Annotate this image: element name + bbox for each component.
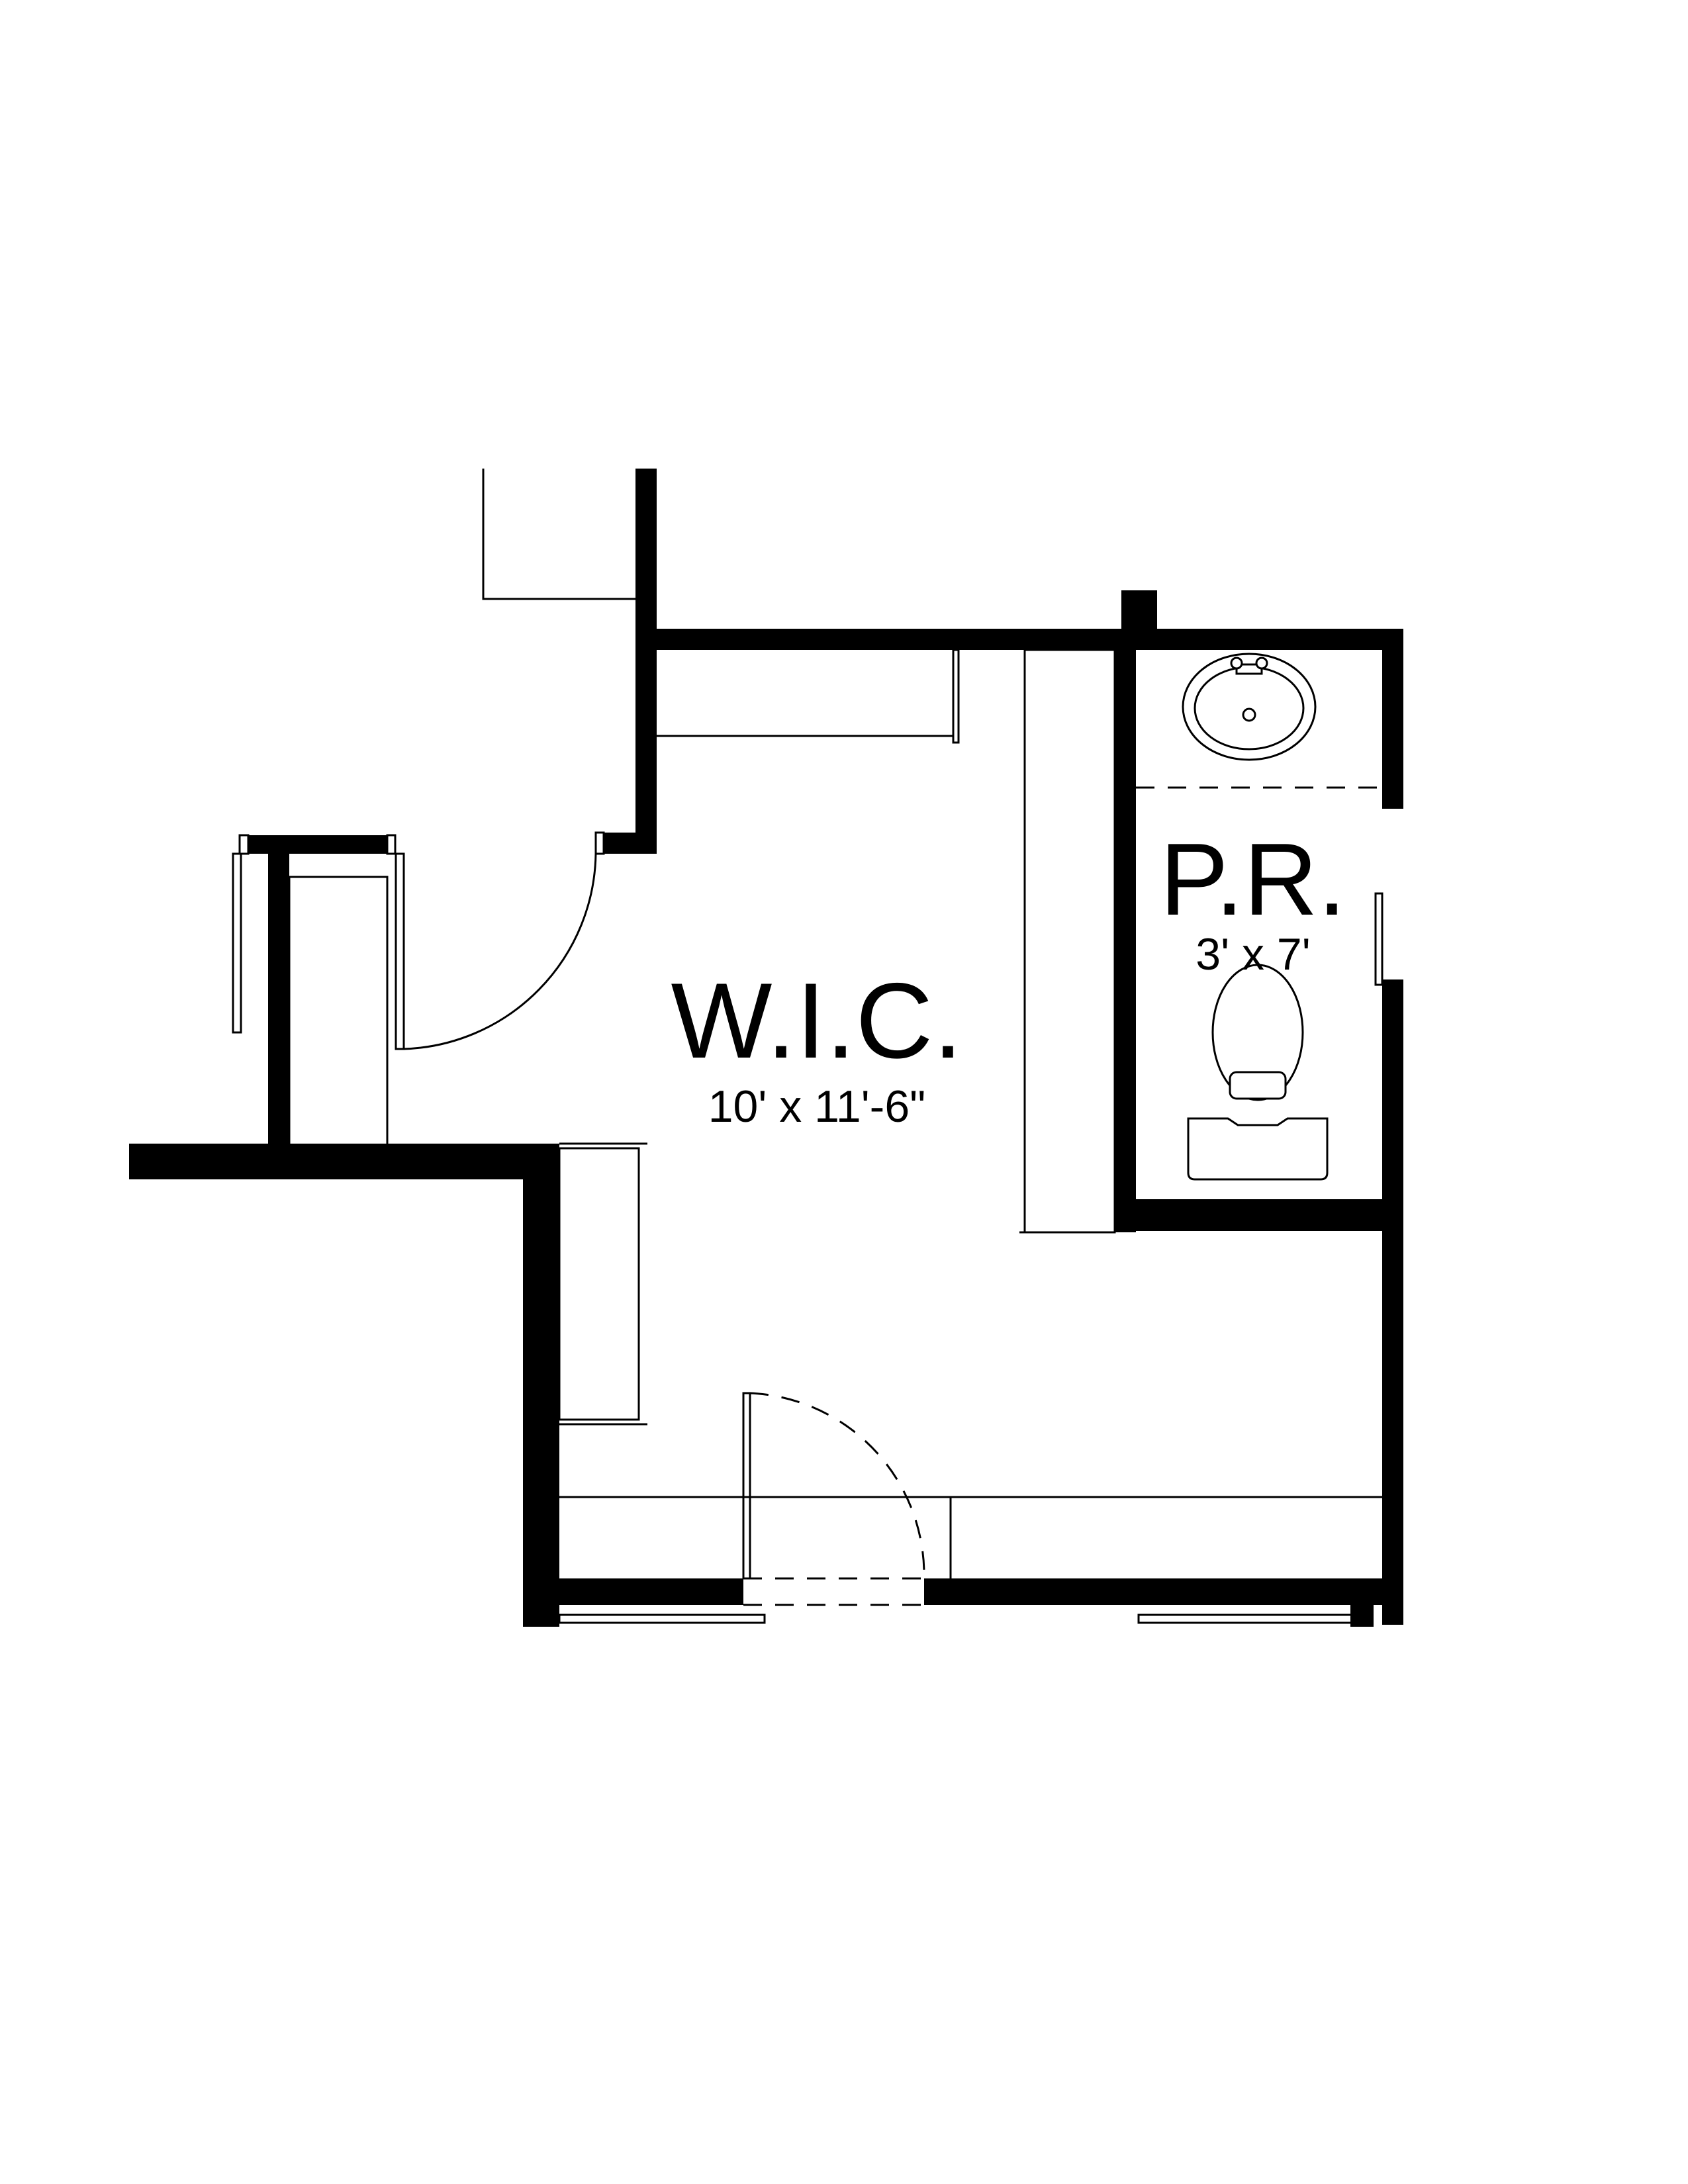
door-leaf-top-left xyxy=(395,852,405,1050)
door-jamb-top-left xyxy=(594,831,605,855)
wall-top-left-vertical xyxy=(635,469,657,854)
wall-top-horizontal xyxy=(635,629,1403,650)
toilet-icon xyxy=(1187,964,1329,1181)
walls xyxy=(129,469,1403,1627)
pr-name: P.R. xyxy=(1160,822,1346,936)
wall-bottom-left xyxy=(523,1578,743,1605)
window-bottom-left xyxy=(558,1614,766,1624)
left-stub-jamb xyxy=(386,834,397,855)
door-swing-arc-top-left xyxy=(403,853,597,1050)
wall-bottom-left-stub xyxy=(523,1602,559,1627)
wall-bottom-right xyxy=(924,1578,1403,1605)
wall-pier-top xyxy=(1121,590,1157,650)
window-bottom-right xyxy=(1137,1614,1373,1624)
wall-right-upper xyxy=(1382,629,1403,809)
wall-pr-partition xyxy=(1115,650,1136,1232)
wic-size: 10' x 11'-6" xyxy=(708,1081,926,1132)
left-stub-frame-inner xyxy=(288,876,389,1151)
adjacent-room-outline xyxy=(482,469,635,600)
wic-name: W.I.C. xyxy=(671,961,963,1081)
shelf-partition xyxy=(1023,649,1116,1234)
shelf-top-left-end xyxy=(952,649,960,744)
sink-icon xyxy=(1182,653,1317,761)
doors xyxy=(395,786,1382,1606)
shelf-left xyxy=(558,1147,640,1421)
thin-lines xyxy=(232,469,1391,1624)
wall-door-stub-left xyxy=(604,833,657,854)
pr-side-frame xyxy=(1374,892,1383,986)
wall-left-stub-vertical xyxy=(268,835,289,1152)
left-stub-jamb-2 xyxy=(238,834,250,855)
labels: W.I.C. 10' x 11'-6" P.R. 3' x 7' xyxy=(671,822,1346,1132)
pr-size: 3' x 7' xyxy=(1196,929,1310,979)
left-stub-frame-outer xyxy=(232,852,242,1034)
door-swing-arc-bottom xyxy=(749,1392,925,1579)
wall-wic-left xyxy=(523,1144,559,1627)
door-leaf-bottom xyxy=(742,1392,751,1580)
fixtures xyxy=(1182,653,1329,1181)
wall-right-lower xyxy=(1382,979,1403,1625)
wall-left-stub-top xyxy=(248,835,387,854)
wall-pr-bottom xyxy=(1115,1199,1403,1231)
